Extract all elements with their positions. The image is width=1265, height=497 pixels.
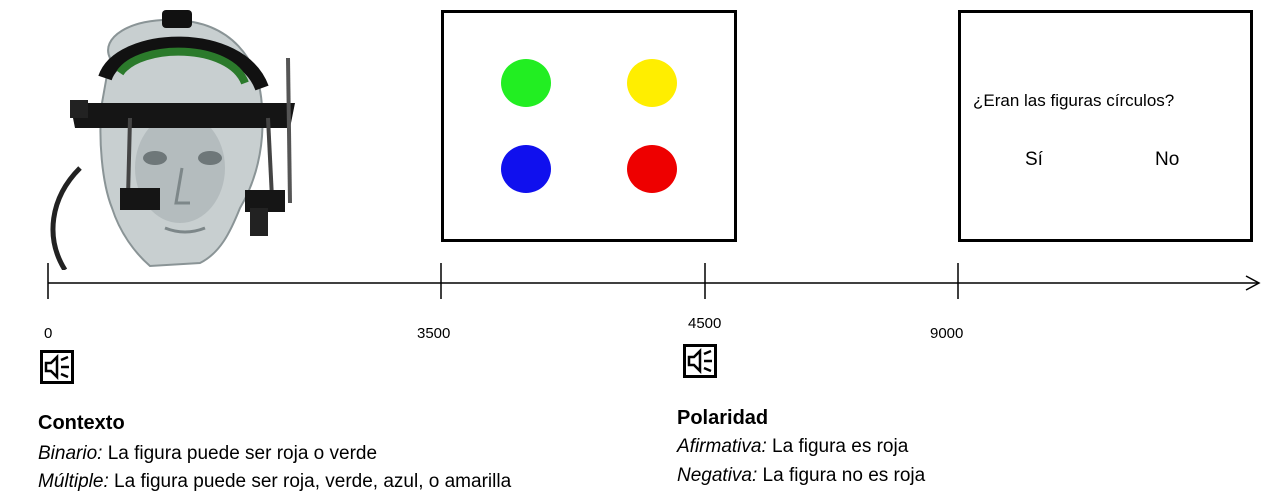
context-title: Contexto — [38, 412, 125, 434]
no-option: No — [1155, 149, 1180, 170]
tick-label-0: 0 — [44, 325, 53, 342]
polarity-affirmative-line: Afirmativa: La figura es roja — [677, 436, 908, 458]
polarity-title: Polaridad — [677, 407, 769, 429]
negative-text: La figura no es roja — [757, 465, 926, 486]
binary-label: Binario: — [38, 443, 103, 464]
timeline-axis — [47, 263, 1261, 299]
red-circle — [627, 145, 677, 193]
tick-label-9000: 9000 — [930, 325, 964, 342]
eye-tracker-headset-icon — [50, 10, 295, 270]
tick-label-3500: 3500 — [417, 325, 451, 342]
blue-circle — [501, 145, 551, 193]
stimulus-screen — [441, 10, 737, 242]
polarity-negative-line: Negativa: La figura no es roja — [677, 465, 925, 487]
yes-option: Sí — [1025, 149, 1043, 170]
negative-label: Negativa: — [677, 465, 758, 486]
affirmative-label: Afirmativa: — [677, 436, 767, 457]
binary-text: La figura puede ser roja o verde — [102, 443, 378, 464]
context-binary-line: Binario: La figura puede ser roja o verd… — [38, 443, 377, 465]
speaker-icon — [40, 350, 74, 384]
tick-label-4500: 4500 — [688, 315, 722, 332]
question-text: ¿Eran las figuras círculos? — [973, 91, 1175, 110]
speaker-icon — [683, 344, 717, 378]
green-circle — [501, 59, 551, 107]
affirmative-text: La figura es roja — [766, 436, 909, 457]
question-screen: ¿Eran las figuras círculos? Sí No — [958, 10, 1253, 242]
context-multiple-line: Múltiple: La figura puede ser roja, verd… — [38, 471, 511, 493]
yellow-circle — [627, 59, 677, 107]
multiple-label: Múltiple: — [38, 471, 109, 492]
multiple-text: La figura puede ser roja, verde, azul, o… — [108, 471, 512, 492]
